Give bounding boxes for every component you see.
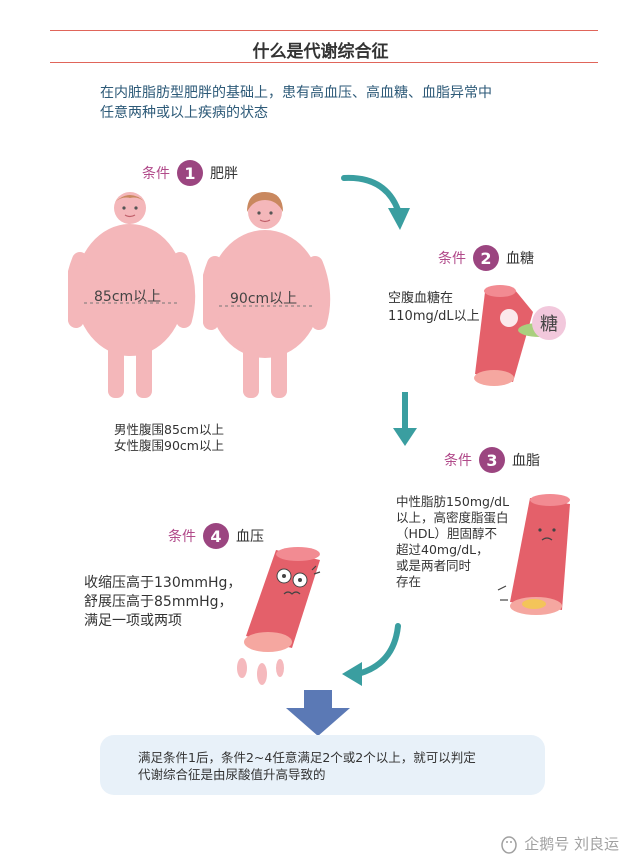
condition-label: 条件: [444, 453, 472, 469]
criteria-line: 或是两者同时: [396, 558, 472, 573]
criteria-line: 舒展压高于85mmHg，: [84, 594, 233, 610]
condition-number-badge: 4: [203, 523, 229, 549]
condition-number-badge: 2: [473, 245, 499, 271]
female-waist-label: 90cm以上: [230, 291, 298, 307]
male-figure-illustration: [68, 192, 196, 398]
blood-vessel-pressure-illustration: [237, 547, 321, 685]
condition-label: 条件: [142, 166, 170, 182]
condition-number-badge: 3: [479, 447, 505, 473]
conclusion-box: 满足条件1后，条件2~4任意满足2个或2个以上，就可以判定 代谢综合征是由尿酸值…: [100, 735, 545, 795]
intro-line: 任意两种或以上疾病的状态: [100, 105, 268, 121]
condition-number-badge: 1: [177, 160, 203, 186]
criteria-line: 空腹血糖在: [388, 291, 454, 306]
condition-name: 血糖: [506, 251, 534, 267]
blood-pressure-criteria: 收缩压高于130mmHg， 舒展压高于85mmHg， 满足一项或两项: [84, 574, 241, 631]
page-title: 什么是代谢综合征: [252, 42, 389, 62]
criteria-line: 以上，高密度脂蛋白: [396, 510, 509, 525]
condition-name: 血脂: [512, 453, 540, 469]
criteria-line: （HDL）胆固醇不: [396, 526, 497, 541]
conclusion-line: 满足条件1后，条件2~4任意满足2个或2个以上，就可以判定: [138, 750, 476, 765]
watermark: 企鹅号 刘良运: [499, 833, 619, 854]
down-arrow-icon: [393, 392, 417, 446]
sugar-badge-icon: 糖: [532, 306, 566, 340]
blood-sugar-criteria: 空腹血糖在 110mg/dL以上: [388, 290, 480, 326]
note-line: 女性腹围90cm以上: [114, 438, 224, 453]
sugar-badge-text: 糖: [540, 314, 558, 335]
criteria-line: 满足一项或两项: [84, 613, 182, 629]
condition-name: 肥胖: [210, 166, 238, 182]
condition-3-heading: 条件 3 血脂: [444, 447, 540, 473]
condition-name: 血压: [236, 529, 264, 545]
criteria-line: 存在: [396, 574, 422, 589]
male-waist-label: 85cm以上: [94, 289, 162, 305]
curved-arrow-icon: [342, 623, 401, 686]
female-figure-illustration: [203, 192, 331, 398]
curved-arrow-icon: [341, 174, 410, 230]
top-rule: [50, 30, 598, 31]
criteria-line: 收缩压高于130mmHg，: [84, 575, 242, 591]
condition-2-heading: 条件 2 血糖: [438, 245, 534, 271]
criteria-line: 110mg/dL以上: [388, 309, 480, 324]
result-arrow-icon: [286, 690, 350, 736]
condition-label: 条件: [168, 529, 196, 545]
intro-line: 在内脏脂肪型肥胖的基础上，患有高血压、高血糖、血脂异常中: [100, 85, 492, 101]
waist-criteria-note: 男性腹围85cm以上 女性腹围90cm以上: [114, 422, 224, 454]
penguin-logo-icon: [501, 835, 517, 854]
bottom-rule: [50, 62, 598, 63]
condition-4-heading: 条件 4 血压: [168, 523, 264, 549]
conclusion-line: 代谢综合征是由尿酸值升高导致的: [138, 767, 326, 782]
condition-1-heading: 条件 1 肥胖: [142, 160, 238, 186]
criteria-line: 中性脂肪150mg/dL: [396, 494, 510, 509]
blood-vessel-lipid-illustration: [497, 494, 570, 615]
intro-text: 在内脏脂肪型肥胖的基础上，患有高血压、高血糖、血脂异常中 任意两种或以上疾病的状…: [100, 83, 570, 123]
watermark-text: 企鹅号 刘良运: [524, 835, 619, 853]
note-line: 男性腹围85cm以上: [114, 422, 224, 437]
criteria-line: 超过40mg/dL，: [396, 542, 489, 557]
blood-lipid-criteria: 中性脂肪150mg/dL 以上，高密度脂蛋白 （HDL）胆固醇不 超过40mg/…: [396, 494, 509, 590]
conclusion-text: 满足条件1后，条件2~4任意满足2个或2个以上，就可以判定 代谢综合征是由尿酸值…: [138, 749, 476, 783]
condition-label: 条件: [438, 251, 466, 267]
